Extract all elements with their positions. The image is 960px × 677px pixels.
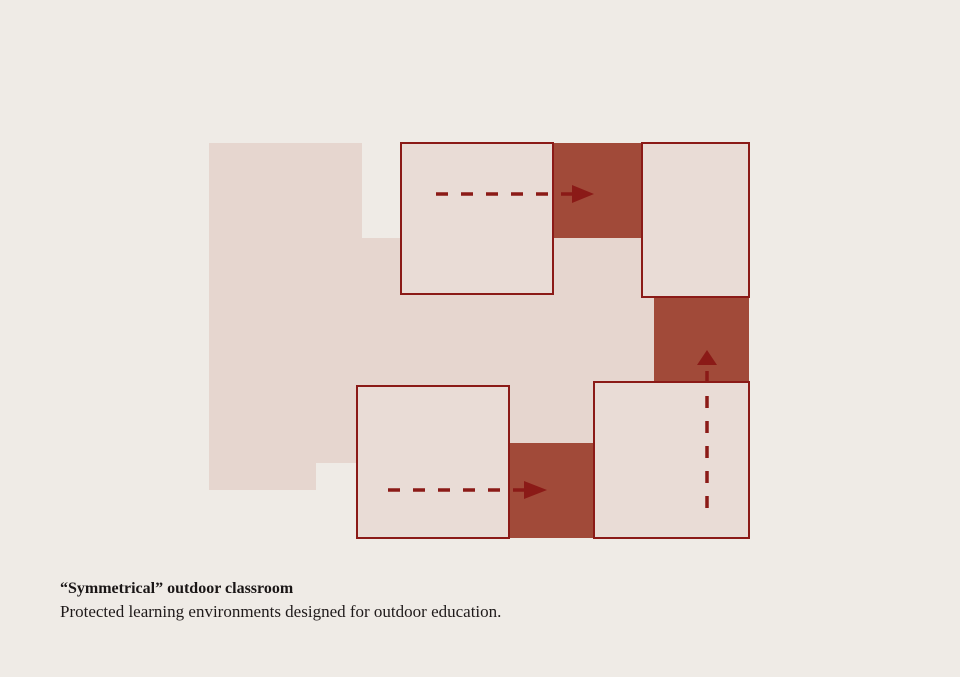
flow-arrow-top — [436, 185, 594, 203]
classroom-top-right — [641, 142, 750, 298]
caption-subtitle: Protected learning environments designed… — [60, 602, 502, 621]
classroom-bottom-right — [593, 381, 750, 539]
flow-arrow-vertical — [697, 350, 717, 508]
connector-right — [654, 297, 749, 382]
connector-top — [553, 143, 641, 238]
caption-title: “Symmetrical” outdoor classroom — [60, 580, 294, 597]
flow-arrow-bottom — [388, 481, 547, 499]
classroom-top-left — [400, 142, 554, 295]
classroom-bottom-left — [356, 385, 510, 539]
site-area — [209, 143, 654, 490]
